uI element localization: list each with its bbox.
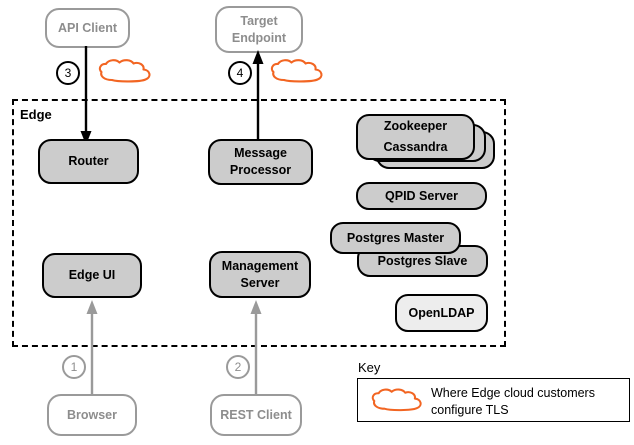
marker-2[interactable]: 2	[226, 355, 250, 379]
stack-card-postgres-master	[330, 222, 461, 254]
marker-1[interactable]: 1	[62, 355, 86, 379]
node-management-server[interactable]: Management Server	[209, 251, 311, 298]
node-openldap[interactable]: OpenLDAP	[395, 294, 488, 332]
node-api-client[interactable]: API Client	[45, 8, 130, 48]
marker-3-label: 3	[64, 66, 72, 80]
node-browser-label: Browser	[66, 407, 118, 422]
node-edge-ui[interactable]: Edge UI	[42, 253, 142, 298]
marker-2-label: 2	[234, 360, 242, 374]
marker-1-label: 1	[70, 360, 78, 374]
key-description-line2: configure TLS	[431, 402, 509, 417]
node-qpid-server[interactable]: QPID Server	[356, 182, 487, 210]
node-message-processor-label-line1: Message	[234, 146, 287, 161]
node-qpid-server-label: QPID Server	[385, 188, 458, 203]
edge-container	[12, 99, 506, 347]
stack-card-front	[356, 114, 475, 160]
node-edge-ui-label: Edge UI	[68, 268, 116, 283]
node-target-endpoint[interactable]: Target Endpoint	[215, 6, 303, 53]
node-management-server-label-line2: Server	[240, 275, 280, 290]
node-router-label: Router	[68, 154, 109, 169]
node-message-processor[interactable]: Message Processor	[208, 139, 313, 185]
cloud-icon-router-ingress	[98, 59, 151, 83]
node-message-processor-label-line2: Processor	[229, 163, 292, 177]
node-management-server-label-line1: Management	[221, 258, 299, 273]
cloud-icon-key-swatch	[371, 388, 422, 412]
node-browser[interactable]: Browser	[47, 394, 137, 436]
node-openldap-label: OpenLDAP	[408, 305, 475, 320]
node-api-client-label: API Client	[57, 20, 118, 35]
marker-4-label: 4	[236, 66, 244, 80]
marker-3[interactable]: 3	[56, 61, 80, 85]
connector-browser-to-edge-ui	[86, 300, 98, 396]
node-rest-client-label: REST Client	[220, 407, 292, 422]
node-target-endpoint-label-line1: Target	[240, 13, 278, 28]
marker-4[interactable]: 4	[228, 61, 252, 85]
postgres-stack[interactable]: Postgres Slave Postgres Master	[330, 222, 495, 284]
key-heading: Key	[358, 360, 381, 375]
node-target-endpoint-label-line2: Endpoint	[231, 30, 287, 45]
key-description-line1: Where Edge cloud customers	[431, 386, 595, 400]
node-router[interactable]: Router	[38, 139, 139, 184]
cloud-icon-target-egress	[270, 59, 323, 83]
edge-container-label: Edge	[20, 107, 52, 122]
zookeeper-cassandra-stack[interactable]: Zookeeper Cassandra	[355, 114, 500, 172]
node-rest-client[interactable]: REST Client	[210, 394, 302, 436]
connector-api-client-to-router	[80, 46, 92, 145]
connector-rest-client-to-management-server	[250, 300, 262, 396]
key-description: Where Edge cloud customers configure TLS	[431, 385, 626, 419]
